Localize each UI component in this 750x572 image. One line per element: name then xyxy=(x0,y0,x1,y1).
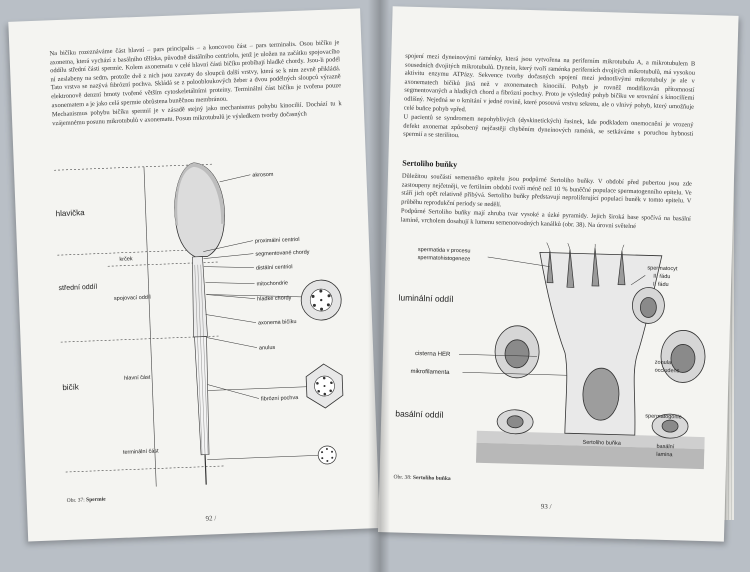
right-page-number: 93 / xyxy=(540,502,552,511)
label-spermatocyte-3: I. řádu xyxy=(653,282,669,288)
sertoli-figure: spermatida v procesu spermatohistogeneze… xyxy=(395,238,706,470)
sertoli-cell xyxy=(539,251,663,436)
left-page-number: 92 / xyxy=(205,514,217,523)
left-paragraph-1: Na bičíku rozeznáváme část hlavní – pars… xyxy=(49,39,342,109)
left-caption-label: Obr. 37: xyxy=(66,497,85,505)
label-tail: bičík xyxy=(62,382,80,392)
label-terminal: terminální část xyxy=(123,448,159,455)
label-lamina-2: lamina xyxy=(656,452,673,458)
label-spermatid-1: spermatida v procesu xyxy=(418,247,471,254)
label-mitochondria: mitochondrie xyxy=(256,280,288,287)
cross-section-terminal xyxy=(317,445,337,465)
label-sertoli: Sertoliho buňka xyxy=(582,440,621,447)
sperm-figure: hlavička střední oddíl bičík krček spojo… xyxy=(54,162,344,487)
label-proximal-centriole: proximální centriol xyxy=(255,237,300,245)
label-middle: střední oddíl xyxy=(58,284,97,292)
spermatocytes xyxy=(494,287,706,383)
left-figure-caption: Obr. 37: Spermie xyxy=(67,497,106,504)
cross-section-midpiece xyxy=(300,279,342,321)
label-zonula-2: occludens xyxy=(655,368,680,375)
label-spermatocyte-1: spermatocyt xyxy=(647,265,678,272)
label-luminal: luminální oddíl xyxy=(398,292,453,304)
right-paragraph-1: spojení mezi dyneinovými raménky, která … xyxy=(403,52,696,113)
sperm-tail xyxy=(194,336,210,456)
label-spermatocyte-2: II. řádu xyxy=(653,274,670,280)
label-head: hlavička xyxy=(56,208,86,218)
label-microfilaments: mikrofilamenta xyxy=(410,369,450,376)
label-lamina-1: basální xyxy=(656,444,674,451)
label-segmented-chords: segmentované chordy xyxy=(255,249,310,257)
cross-section-principal xyxy=(305,363,344,409)
left-body-text: Na bičíku rozeznáváme část hlavní – pars… xyxy=(49,39,342,129)
right-caption-label: Obr. 38: xyxy=(393,474,412,481)
label-spermatid-2: spermatohistogeneze xyxy=(418,255,471,262)
spermatids xyxy=(546,247,626,288)
label-fibrous-sheath: fibrózní pochva xyxy=(261,395,299,402)
label-smooth-chords: hladké chordy xyxy=(257,295,292,302)
label-cisterna: cisterna HER xyxy=(415,351,451,358)
label-basal: basální oddíl xyxy=(395,408,444,419)
right-body-text-top: spojení mezi dyneinovými raménky, která … xyxy=(403,53,695,149)
label-annulus: anulus xyxy=(259,345,276,352)
right-caption-title: Sertoliho buňka xyxy=(412,474,451,483)
label-neck: krček xyxy=(119,256,133,263)
label-acrosome: akrosom xyxy=(252,172,274,179)
sperm-midpiece xyxy=(192,256,208,338)
book-gutter xyxy=(368,0,390,572)
sertoli-nucleus xyxy=(582,367,620,421)
spermatogonia-cells xyxy=(496,409,689,439)
label-main: hlavní část xyxy=(124,375,151,382)
label-spermatogonia: spermatogonie xyxy=(645,413,682,420)
right-figure-caption: Obr. 38: Sertoliho buňka xyxy=(393,474,450,482)
right-section-heading: Sertoliho buňky xyxy=(402,158,458,170)
right-body-text-bottom: Důležitou součástí semenného epitelu jso… xyxy=(401,173,692,235)
acrosome-cap xyxy=(174,162,225,226)
label-axoneme: axonema bičíku xyxy=(258,319,297,326)
right-page: spojení mezi dyneinovými raménky, která … xyxy=(378,6,739,542)
left-page: Na bičíku rozeznáváme část hlavní – pars… xyxy=(8,8,381,542)
label-connecting: spojovací oddíl xyxy=(114,295,151,302)
label-zonula-1: zonula xyxy=(655,360,672,366)
left-caption-title: Spermie xyxy=(86,496,106,504)
label-distal-centriole: distální centriol xyxy=(256,264,293,271)
